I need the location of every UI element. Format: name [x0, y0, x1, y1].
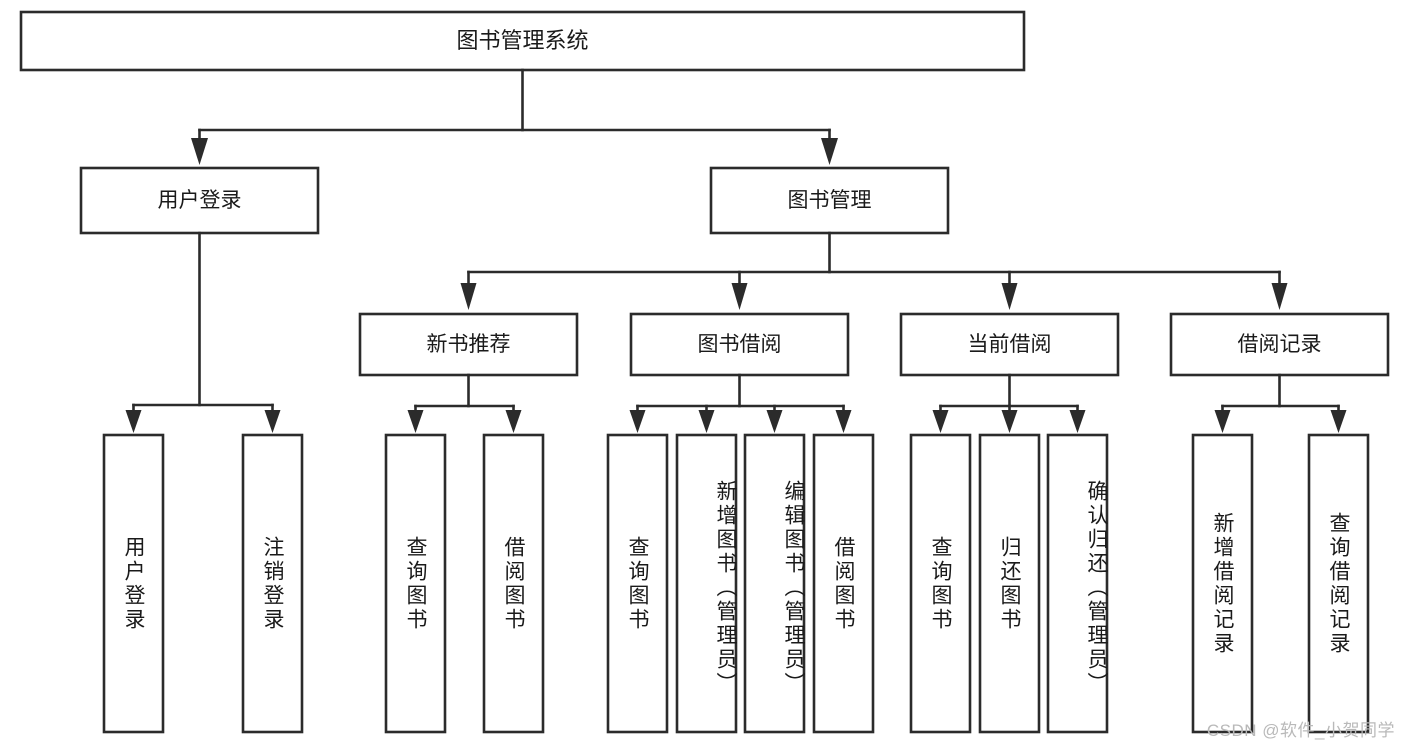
node-user-login-label: 用户登录 [158, 189, 242, 212]
arrowhead-to-leaf-logout-login [264, 410, 281, 433]
arrowhead-to-leaf-query-book-1 [407, 410, 424, 433]
leaf-box-return-book[interactable] [978, 433, 1041, 734]
node-new-book-rec-label: 新书推荐 [427, 333, 511, 356]
arrowhead-to-current-borrow [1001, 283, 1018, 310]
arrowhead-to-new-book-rec [460, 283, 477, 310]
watermark-text: CSDN @软件_小贺同学 [1206, 721, 1395, 740]
node-current-borrow[interactable]: 当前借阅 [899, 312, 1120, 377]
leaf-box-edit-book[interactable] [743, 433, 806, 734]
node-book-borrow-box[interactable] [629, 312, 850, 377]
arrowhead-to-user-login [191, 138, 208, 165]
leaf-box-logout-login[interactable] [241, 433, 304, 734]
arrowhead-to-leaf-edit-book [766, 410, 783, 433]
node-root-box[interactable] [19, 10, 1026, 72]
node-user-login[interactable]: 用户登录 [79, 166, 320, 235]
leaf-box-add-book[interactable] [675, 433, 738, 734]
arrowhead-to-leaf-user-login [125, 410, 142, 433]
node-borrow-record-box[interactable] [1169, 312, 1390, 377]
node-new-book-rec[interactable]: 新书推荐 [358, 312, 579, 377]
leaf-box-query-book-3[interactable] [909, 433, 972, 734]
arrowhead-to-leaf-query-record [1330, 410, 1347, 433]
node-book-borrow[interactable]: 图书借阅 [629, 312, 850, 377]
arrowhead-to-leaf-add-book [698, 410, 715, 433]
arrowhead-to-leaf-query-book-3 [932, 410, 949, 433]
arrowhead-to-leaf-confirm-return [1069, 410, 1086, 433]
leaf-box-borrow-book-2[interactable] [812, 433, 875, 734]
node-book-manage-box[interactable] [709, 166, 950, 235]
leaf-box-confirm-return[interactable] [1046, 433, 1109, 734]
leaf-box-query-book-1[interactable] [384, 433, 447, 734]
node-current-borrow-box[interactable] [899, 312, 1120, 377]
node-root-label: 图书管理系统 [456, 28, 588, 53]
leaf-box-query-record[interactable] [1307, 433, 1370, 734]
node-root[interactable]: 图书管理系统 [19, 10, 1026, 72]
arrowhead-to-leaf-query-book-2 [629, 410, 646, 433]
node-borrow-record[interactable]: 借阅记录 [1169, 312, 1390, 377]
leaf-box-query-book-2[interactable] [606, 433, 669, 734]
arrowhead-to-leaf-add-record [1214, 410, 1231, 433]
leaf-box-add-record[interactable] [1191, 433, 1254, 734]
node-new-book-rec-box[interactable] [358, 312, 579, 377]
arrowhead-to-borrow-record [1271, 283, 1288, 310]
node-current-borrow-label: 当前借阅 [968, 333, 1052, 356]
node-borrow-record-label: 借阅记录 [1238, 333, 1322, 356]
arrowhead-to-leaf-return-book [1001, 410, 1018, 433]
leaf-box-user-login[interactable] [102, 433, 165, 734]
arrowhead-to-leaf-borrow-book-1 [505, 410, 522, 433]
node-book-manage-label: 图书管理 [788, 189, 872, 212]
arrowhead-to-book-borrow [731, 283, 748, 310]
node-book-manage[interactable]: 图书管理 [709, 166, 950, 235]
node-book-borrow-label: 图书借阅 [698, 333, 782, 356]
arrowhead-to-leaf-borrow-book-2 [835, 410, 852, 433]
leaf-box-borrow-book-1[interactable] [482, 433, 545, 734]
arrowhead-to-book-manage [821, 138, 838, 165]
